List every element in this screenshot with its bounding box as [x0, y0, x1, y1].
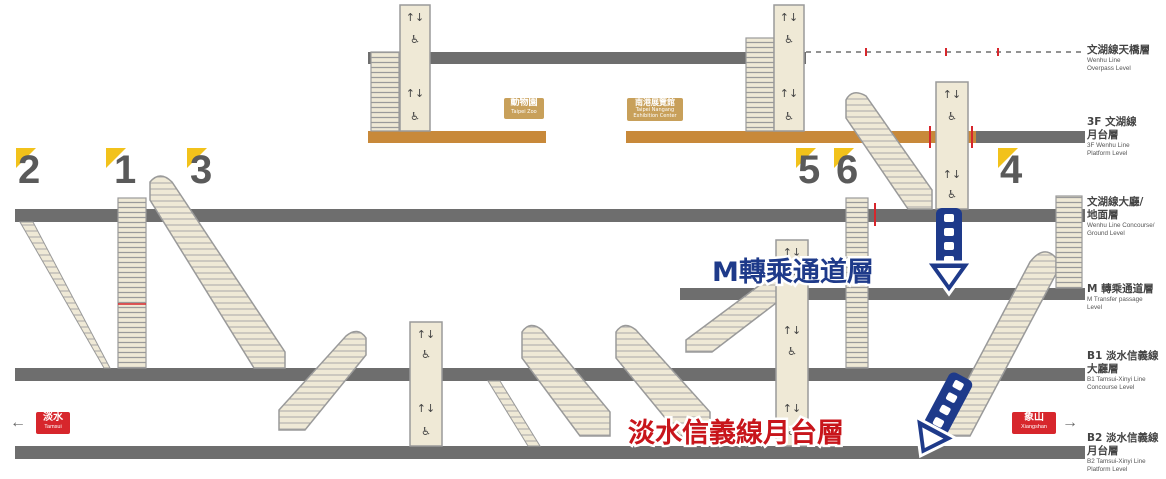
up-down-arrows-icon: ↑↓ — [780, 87, 798, 100]
svg-text:↑↓: ↑↓ — [783, 402, 801, 415]
svg-text:↑↓: ↑↓ — [417, 402, 435, 415]
station-tag-nangang: 南港展覽館 Taipei Nangang Exhibition Center — [627, 98, 683, 121]
svg-text:↑↓: ↑↓ — [943, 168, 961, 181]
svg-text:♿: ♿ — [787, 266, 797, 279]
escalators — [149, 92, 1057, 437]
up-down-arrows-icon: ↑↓ — [783, 402, 801, 415]
level-label-concourse: 文湖線大廳/ 地面層 Wenhu Line Concourse/ Ground … — [1087, 196, 1155, 237]
wheelchair-icon: ♿ — [421, 425, 431, 438]
wheelchair-icon: ♿ — [784, 33, 794, 46]
svg-text:↑↓: ↑↓ — [406, 11, 424, 24]
wheelchair-icon: ♿ — [410, 33, 420, 46]
stairs-exit56 — [845, 197, 869, 369]
terminal-tamsui: 淡水 Tamsui — [36, 412, 70, 434]
wenhu-platform-slab-gray — [976, 131, 1085, 143]
elevator-b1-right — [775, 239, 809, 447]
level-label-b2: B2 淡水信義線 月台層 B2 Tamsui-Xinyi Line Platfo… — [1087, 432, 1159, 473]
wheelchair-icon: ♿ — [947, 110, 957, 123]
b2-short-stairs — [487, 380, 541, 447]
up-down-arrows-icon: ↑↓ — [783, 324, 801, 337]
up-down-arrows-icon: ↑↓ — [406, 11, 424, 24]
escalator-wenhu-down — [845, 92, 933, 210]
path-arrow-icon — [913, 372, 973, 459]
stairs-overpass-left — [370, 51, 400, 132]
ladder-stairs — [117, 37, 1083, 369]
escalator-b1-left — [278, 330, 367, 431]
elevator-wenhu — [935, 81, 969, 210]
svg-text:♿: ♿ — [421, 425, 431, 438]
elevator-overpass-left — [399, 4, 431, 132]
wheelchair-icon: ♿ — [787, 425, 797, 438]
up-down-arrows-icon: ↑↓ — [780, 11, 798, 24]
svg-text:↑↓: ↑↓ — [780, 11, 798, 24]
elevator-b1-left — [409, 321, 443, 447]
wenhu-platform-slab-left — [368, 131, 546, 143]
svg-text:♿: ♿ — [787, 345, 797, 358]
level-label-transfer: M 轉乘通道層 M Transfer passage Level — [1087, 283, 1154, 311]
svg-text:↑↓: ↑↓ — [943, 88, 961, 101]
svg-text:♿: ♿ — [421, 348, 431, 361]
level-label-wenhu-platform: 3F 文湖線 月台層 3F Wenhu Line Platform Level — [1087, 116, 1137, 157]
stairs-overpass-right — [745, 37, 775, 132]
elevator-icons: ↑↓ ♿ ↑↓ ♿ ↑↓ ♿ ↑↓ ♿ ↑↓ ♿ ↑↓ ♿ ↑↓ ♿ ↑↓ ♿ … — [406, 11, 961, 438]
svg-text:♿: ♿ — [787, 425, 797, 438]
svg-text:↑↓: ↑↓ — [780, 87, 798, 100]
up-down-arrows-icon: ↑↓ — [943, 168, 961, 181]
wheelchair-icon: ♿ — [787, 345, 797, 358]
svg-text:↑↓: ↑↓ — [783, 324, 801, 337]
xiangshan-direction-arrow: → — [1062, 414, 1078, 431]
wenhu-platform-slab-right — [626, 131, 976, 143]
escalator-b1-mid — [521, 324, 611, 437]
svg-text:♿: ♿ — [947, 188, 957, 201]
platform-level-callout: 淡水信義線月台層 — [626, 416, 847, 452]
svg-text:↑↓: ↑↓ — [783, 246, 801, 259]
concourse-slab — [15, 209, 1085, 222]
exit2-stairs — [19, 221, 111, 369]
platform-red-ticks — [929, 126, 973, 148]
wheelchair-icon: ♿ — [947, 188, 957, 201]
svg-text:♿: ♿ — [784, 33, 794, 46]
elevators — [399, 4, 969, 447]
stairs-exit4 — [1055, 195, 1083, 289]
up-down-arrows-icon: ↑↓ — [783, 246, 801, 259]
person-icon: ♿ — [787, 266, 797, 279]
overpass-red-ticks — [865, 48, 999, 56]
escalator-b1-right — [615, 324, 711, 437]
elevator-overpass-right — [773, 4, 805, 132]
up-down-arrows-icon: ↑↓ — [406, 87, 424, 100]
svg-text:↑↓: ↑↓ — [406, 87, 424, 100]
svg-text:♿: ♿ — [784, 110, 794, 123]
wheelchair-icon: ♿ — [421, 348, 431, 361]
tamsui-direction-arrow: ← — [10, 414, 26, 431]
overpass-slab — [368, 52, 806, 64]
svg-text:♿: ♿ — [410, 110, 420, 123]
station-tag-zoo: 動物園 Taipei Zoo — [504, 98, 544, 119]
up-down-arrows-icon: ↑↓ — [943, 88, 961, 101]
escalator-exit3 — [149, 175, 286, 369]
svg-text:♿: ♿ — [947, 110, 957, 123]
b2-slab — [15, 446, 1085, 459]
svg-text:↑↓: ↑↓ — [417, 328, 435, 341]
wheelchair-icon: ♿ — [410, 110, 420, 123]
up-down-arrows-icon: ↑↓ — [417, 402, 435, 415]
transfer-level-callout: M轉乘通道層 — [710, 255, 877, 291]
stairs-exit1 — [117, 197, 147, 369]
svg-text:♿: ♿ — [410, 33, 420, 46]
level-label-overpass: 文湖線天橋層 Wenhu Line Overpass Level — [1087, 44, 1150, 72]
level-label-b1: B1 淡水信義線 大廳層 B1 Tamsui-Xinyi Line Concou… — [1087, 350, 1159, 391]
path-arrow-icon — [923, 208, 975, 297]
terminal-xiangshan: 象山 Xiangshan — [1012, 412, 1056, 434]
wheelchair-icon: ♿ — [784, 110, 794, 123]
up-down-arrows-icon: ↑↓ — [417, 328, 435, 341]
